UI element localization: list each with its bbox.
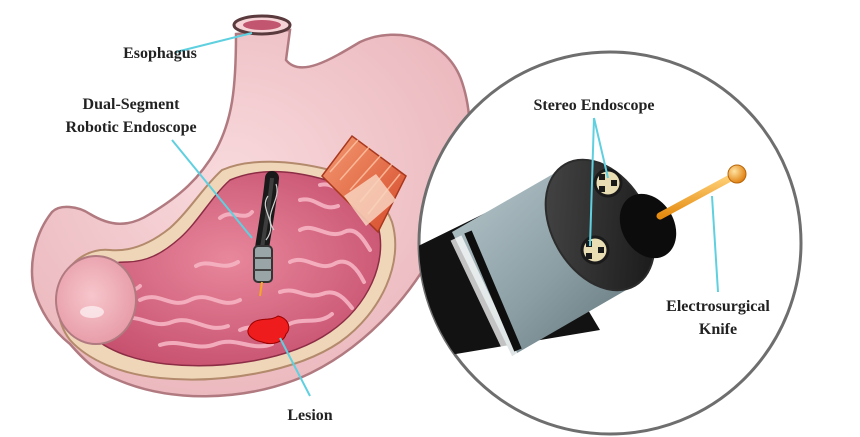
label-endoscope-line1: Dual-Segment: [83, 96, 181, 113]
label-esophagus: Esophagus: [123, 45, 197, 62]
label-knife-line1: Electrosurgical: [666, 298, 770, 315]
label-lesion: Lesion: [287, 407, 332, 424]
electrosurgical-knife: [656, 172, 738, 220]
stereo-camera-bottom: [580, 235, 610, 265]
label-stereo-endoscope: Stereo Endoscope: [533, 97, 654, 114]
pylorus: [55, 255, 137, 345]
lesion-spot: [247, 315, 290, 345]
magnified-view: [417, 50, 803, 436]
instrument-channel: [619, 193, 677, 259]
stereo-camera-top: [593, 168, 623, 198]
label-knife-line2: Knife: [699, 321, 737, 338]
label-endoscope-line2: Robotic Endoscope: [65, 119, 196, 136]
muscle-layer: [321, 134, 407, 234]
leader-lines: [171, 32, 719, 397]
stomach: [30, 14, 471, 398]
knife-ball-tip: [727, 164, 747, 184]
robotic-endoscope: [253, 171, 279, 297]
